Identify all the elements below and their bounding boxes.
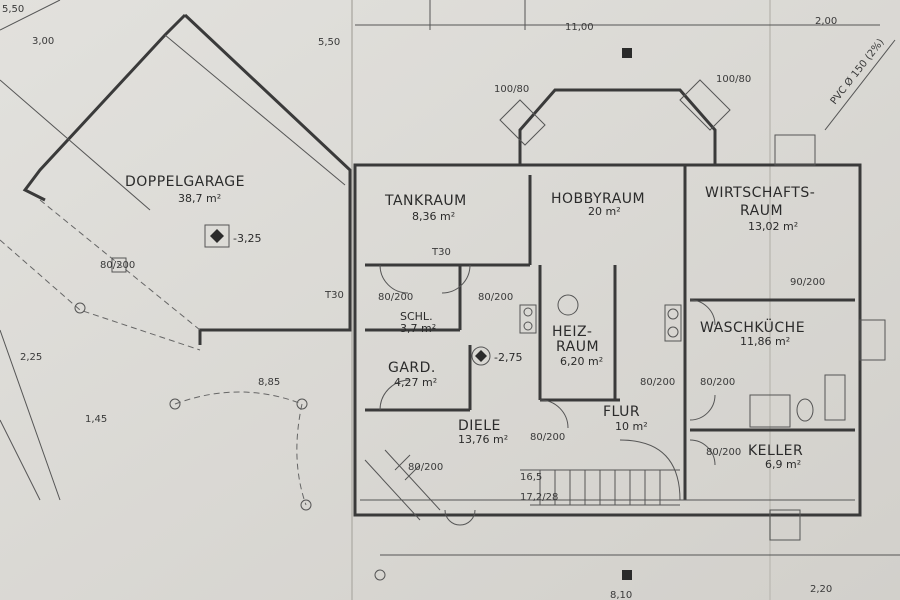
room-name-flur: FLUR <box>603 404 640 420</box>
level-marker-garage <box>204 224 230 248</box>
room-area-diele: 13,76 m² <box>458 433 508 446</box>
dim-top-main: 11,00 <box>565 22 594 33</box>
room-name-heizraum: HEIZ- <box>552 324 592 340</box>
section-marker-bottom <box>622 570 632 580</box>
level-garage: -3,25 <box>233 232 261 245</box>
label-t30-a: T30 <box>324 290 344 301</box>
level-hall: -2,75 <box>494 351 522 364</box>
fixtures <box>519 294 846 428</box>
dimension-lines <box>355 0 900 556</box>
room-area-wirtschaftsraum: 13,02 m² <box>748 220 798 233</box>
section-marker-top <box>622 48 632 58</box>
door-mark: 90/200 <box>790 277 825 288</box>
dim-885: 8,85 <box>258 377 280 388</box>
room-name-keller: KELLER <box>748 443 803 459</box>
door-mark: 100/80 <box>494 84 529 95</box>
room-name-tankraum: TANKRAUM <box>384 193 467 209</box>
room-name-diele: DIELE <box>458 418 501 434</box>
dim-left-300: 3,00 <box>32 36 54 47</box>
room-name-waschkueche: WASCHKÜCHE <box>700 318 805 336</box>
level-marker-hall <box>471 346 491 366</box>
building-walls <box>353 79 886 541</box>
room-name-gard: GARD. <box>388 360 436 376</box>
dim-stairs: 16,5 <box>520 472 542 483</box>
dim-bottom-right: 2,20 <box>810 584 832 595</box>
dim-top-right: 2,00 <box>815 16 837 27</box>
dim-garage-side: 5,50 <box>318 37 340 48</box>
room-area-flur: 10 m² <box>615 420 648 433</box>
door-mark: 80/200 <box>530 432 565 443</box>
door-mark: 80/200 <box>640 377 675 388</box>
room-area-gard: 4,27 m² <box>394 376 437 389</box>
door-swings <box>379 264 716 526</box>
room-area-tankraum: 8,36 m² <box>412 210 455 223</box>
door-mark: 80/200 <box>700 377 735 388</box>
room-name-hobbyraum: HOBBYRAUM <box>551 191 645 207</box>
room-area-keller: 6,9 m² <box>765 458 801 471</box>
room-area-schl: 3,7 m² <box>400 322 436 335</box>
door-mark: 80/200 <box>100 260 135 271</box>
door-mark: 80/200 <box>478 292 513 303</box>
dim-left-top: 5,50 <box>2 4 24 15</box>
dim-stairs-ratio: 17,2/28 <box>520 492 558 503</box>
room-name-heizraum-2: RAUM <box>556 339 599 355</box>
garage-outline <box>0 0 386 581</box>
room-name-wirtschaftsraum: WIRTSCHAFTS- <box>705 185 815 201</box>
room-area-hobbyraum: 20 m² <box>588 205 621 218</box>
room-name-wirtschaftsraum-2: RAUM <box>740 203 783 219</box>
dim-225: 2,25 <box>20 352 42 363</box>
door-mark: 80/200 <box>706 447 741 458</box>
dim-bottom-center: 8,10 <box>610 590 632 600</box>
label-t30-b: T30 <box>431 247 451 258</box>
dim-145: 1,45 <box>85 414 107 425</box>
room-area-heizraum: 6,20 m² <box>560 355 603 368</box>
door-mark: 80/200 <box>408 462 443 473</box>
door-mark: 100/80 <box>716 74 751 85</box>
staircase <box>364 439 681 521</box>
door-mark: 80/200 <box>378 292 413 303</box>
room-area-doppelgarage: 38,7 m² <box>178 192 221 205</box>
room-name-schl: SCHL. <box>400 310 433 323</box>
room-name-doppelgarage: DOPPELGARAGE <box>125 174 245 190</box>
room-area-waschkueche: 11,86 m² <box>740 335 790 348</box>
